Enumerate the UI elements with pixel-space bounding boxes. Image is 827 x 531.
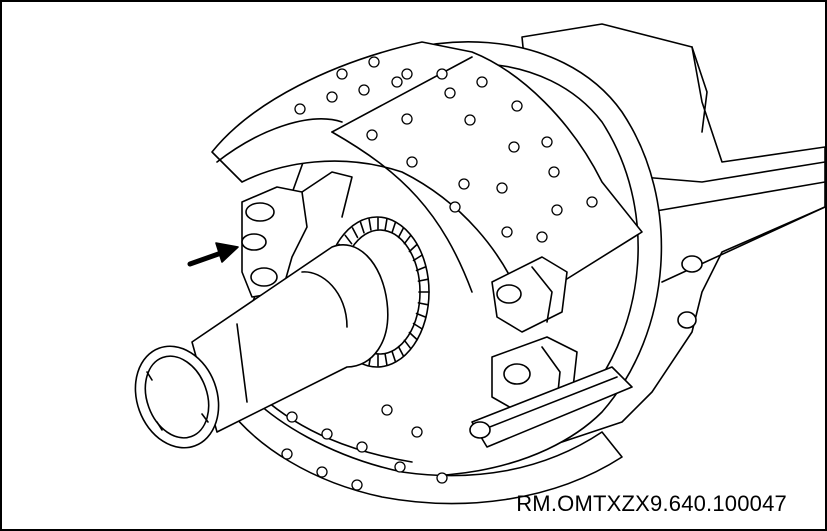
tone-ring-tooth bbox=[417, 278, 430, 282]
tone-ring-tooth bbox=[368, 218, 372, 231]
tone-ring-tooth bbox=[412, 254, 424, 262]
tone-ring-tooth bbox=[403, 339, 412, 350]
hub-sleeve-tool bbox=[134, 244, 389, 449]
tone-ring-tooth bbox=[397, 345, 405, 357]
pointer-arrow-icon bbox=[187, 242, 239, 267]
return-spring bbox=[469, 366, 633, 448]
tone-ring-tooth bbox=[344, 234, 353, 245]
tone-ring-tooth bbox=[408, 243, 418, 253]
tone-ring-tooth bbox=[391, 221, 397, 234]
cam-roller-upper bbox=[491, 256, 568, 333]
tone-ring-tooth bbox=[408, 331, 418, 341]
figure-reference-code: RM.OMTXZX9.640.100047 bbox=[516, 491, 787, 516]
upper-brake-shoe bbox=[211, 41, 643, 303]
tone-ring-tooth bbox=[417, 302, 430, 306]
tone-ring-tooth bbox=[412, 322, 424, 330]
tone-ring-tooth bbox=[403, 234, 412, 245]
tone-ring-tooth bbox=[351, 227, 359, 239]
tone-ring-tooth bbox=[384, 218, 388, 231]
tone-ring-tooth bbox=[384, 353, 388, 366]
tone-ring-tooth bbox=[359, 221, 365, 234]
anchor-bracket bbox=[241, 171, 353, 298]
lower-brake-shoe bbox=[226, 386, 623, 505]
tone-ring-tooth bbox=[397, 227, 405, 239]
tone-ring-tooth bbox=[415, 312, 427, 319]
tone-ring-tooth bbox=[391, 350, 397, 363]
tone-ring-tooth bbox=[415, 265, 427, 272]
